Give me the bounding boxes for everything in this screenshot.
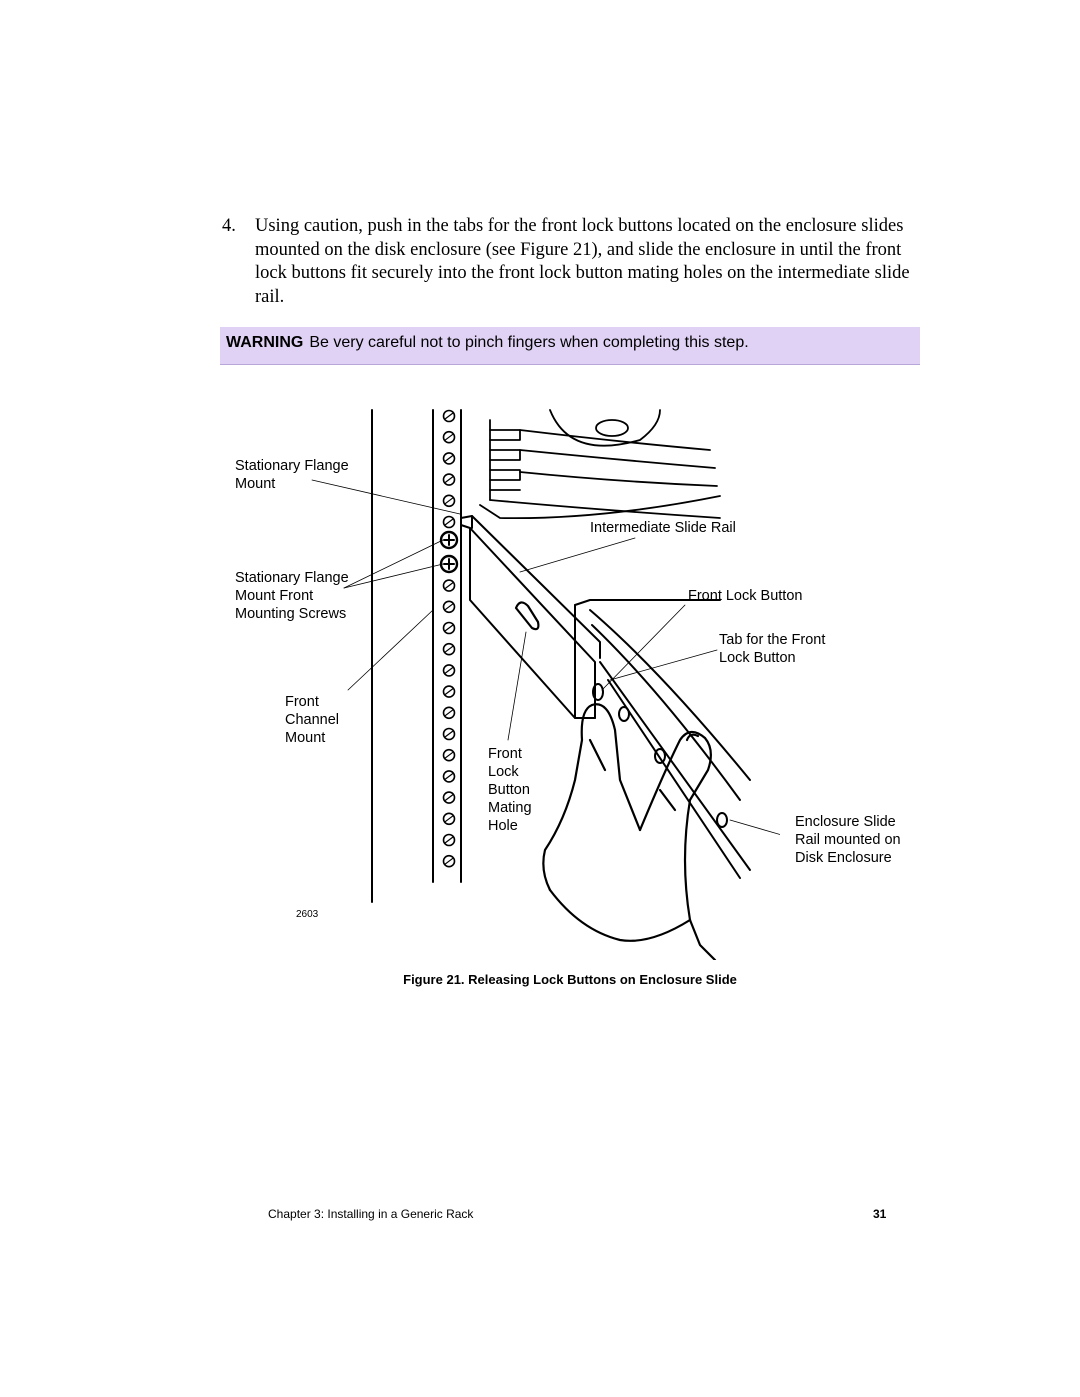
step-4-paragraph: 4. Using caution, push in the tabs for t…: [222, 215, 934, 309]
label-mating-hole: Front Lock Button Mating Hole: [488, 746, 532, 834]
rack-hole: [442, 579, 456, 592]
label-front-lock-button: Front Lock Button: [688, 588, 803, 604]
rack-hole: [442, 748, 456, 762]
figure-caption: Figure 21. Releasing Lock Buttons on Enc…: [403, 972, 737, 987]
intermediate-slide-rail: [460, 515, 601, 719]
rack-hole: [442, 600, 456, 614]
rack-mounting-holes: [442, 409, 456, 868]
hand: [542, 703, 717, 960]
rack-hole: [442, 812, 456, 826]
rack-hole: [442, 452, 456, 465]
page-number: 31: [873, 1207, 887, 1221]
label-stationary-flange-screws: Stationary Flange Mount Front Mounting S…: [235, 570, 349, 622]
rack-hole: [442, 706, 456, 720]
rack-hole: [442, 621, 456, 635]
footer-chapter: Chapter 3: Installing in a Generic Rack: [268, 1207, 474, 1221]
warning-text: Be very careful not to pinch fingers whe…: [309, 334, 749, 351]
mounting-screw-upper: [439, 530, 459, 550]
rack-hole: [442, 727, 456, 741]
figure-id-number: 2603: [296, 909, 319, 920]
rack-hole: [442, 791, 456, 804]
rack-hole: [442, 473, 456, 486]
label-enclosure-slide-rail: Enclosure Slide Rail mounted on Disk Enc…: [795, 814, 901, 866]
rack-hole: [442, 854, 456, 868]
label-stationary-flange-mount: Stationary Flange Mount: [235, 458, 349, 492]
rack-hole: [442, 770, 456, 783]
rack-hole: [442, 430, 456, 444]
rack-hole: [442, 685, 456, 698]
mounting-screw-lower: [439, 554, 459, 574]
leader-lines: [311, 479, 780, 835]
step-text: Using caution, push in the tabs for the …: [255, 216, 910, 307]
rack-hole: [442, 515, 456, 529]
rack-hole: [442, 409, 456, 423]
enclosure-slide-illustration: [311, 409, 780, 960]
label-tab-front-lock-button: Tab for the Front Lock Button: [719, 632, 826, 666]
disk-enclosure-top: [479, 409, 721, 520]
step-number: 4.: [222, 216, 236, 236]
warning-box: WARNING Be very careful not to pinch fing…: [220, 327, 920, 365]
warning-keyword: WARNING: [226, 334, 304, 351]
label-intermediate-slide-rail: Intermediate Slide Rail: [590, 520, 736, 536]
enclosure-slide-rail: [574, 599, 751, 879]
label-front-channel-mount: Front Channel Mount: [285, 694, 340, 746]
rack-hole: [442, 494, 456, 508]
rack-hole: [442, 642, 456, 656]
rack-hole: [442, 664, 456, 677]
rack-hole: [442, 833, 456, 847]
